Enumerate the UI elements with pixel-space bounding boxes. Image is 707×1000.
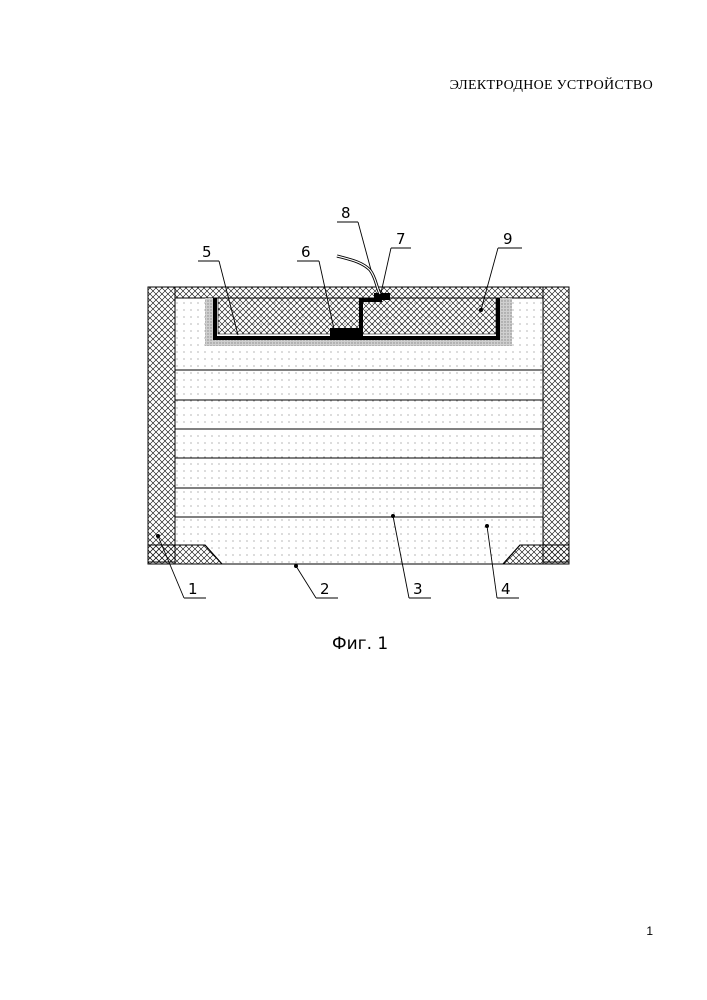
callout-4: 4 bbox=[501, 580, 511, 598]
callout-2: 2 bbox=[320, 580, 330, 598]
terminal bbox=[374, 293, 390, 300]
callout-5: 5 bbox=[202, 243, 212, 261]
callout-8: 8 bbox=[341, 204, 351, 222]
callout-7: 7 bbox=[396, 230, 406, 248]
page-number: 1 bbox=[646, 924, 653, 938]
top-cover bbox=[175, 287, 543, 298]
callout-6: 6 bbox=[301, 243, 311, 261]
electrode-device-drawing: 1 2 3 4 5 6 7 8 9 bbox=[0, 0, 707, 700]
figure-caption: Фиг. 1 bbox=[332, 634, 388, 654]
contact-block bbox=[330, 328, 363, 336]
callout-9: 9 bbox=[503, 230, 513, 248]
callout-1: 1 bbox=[188, 580, 198, 598]
callout-3: 3 bbox=[413, 580, 423, 598]
